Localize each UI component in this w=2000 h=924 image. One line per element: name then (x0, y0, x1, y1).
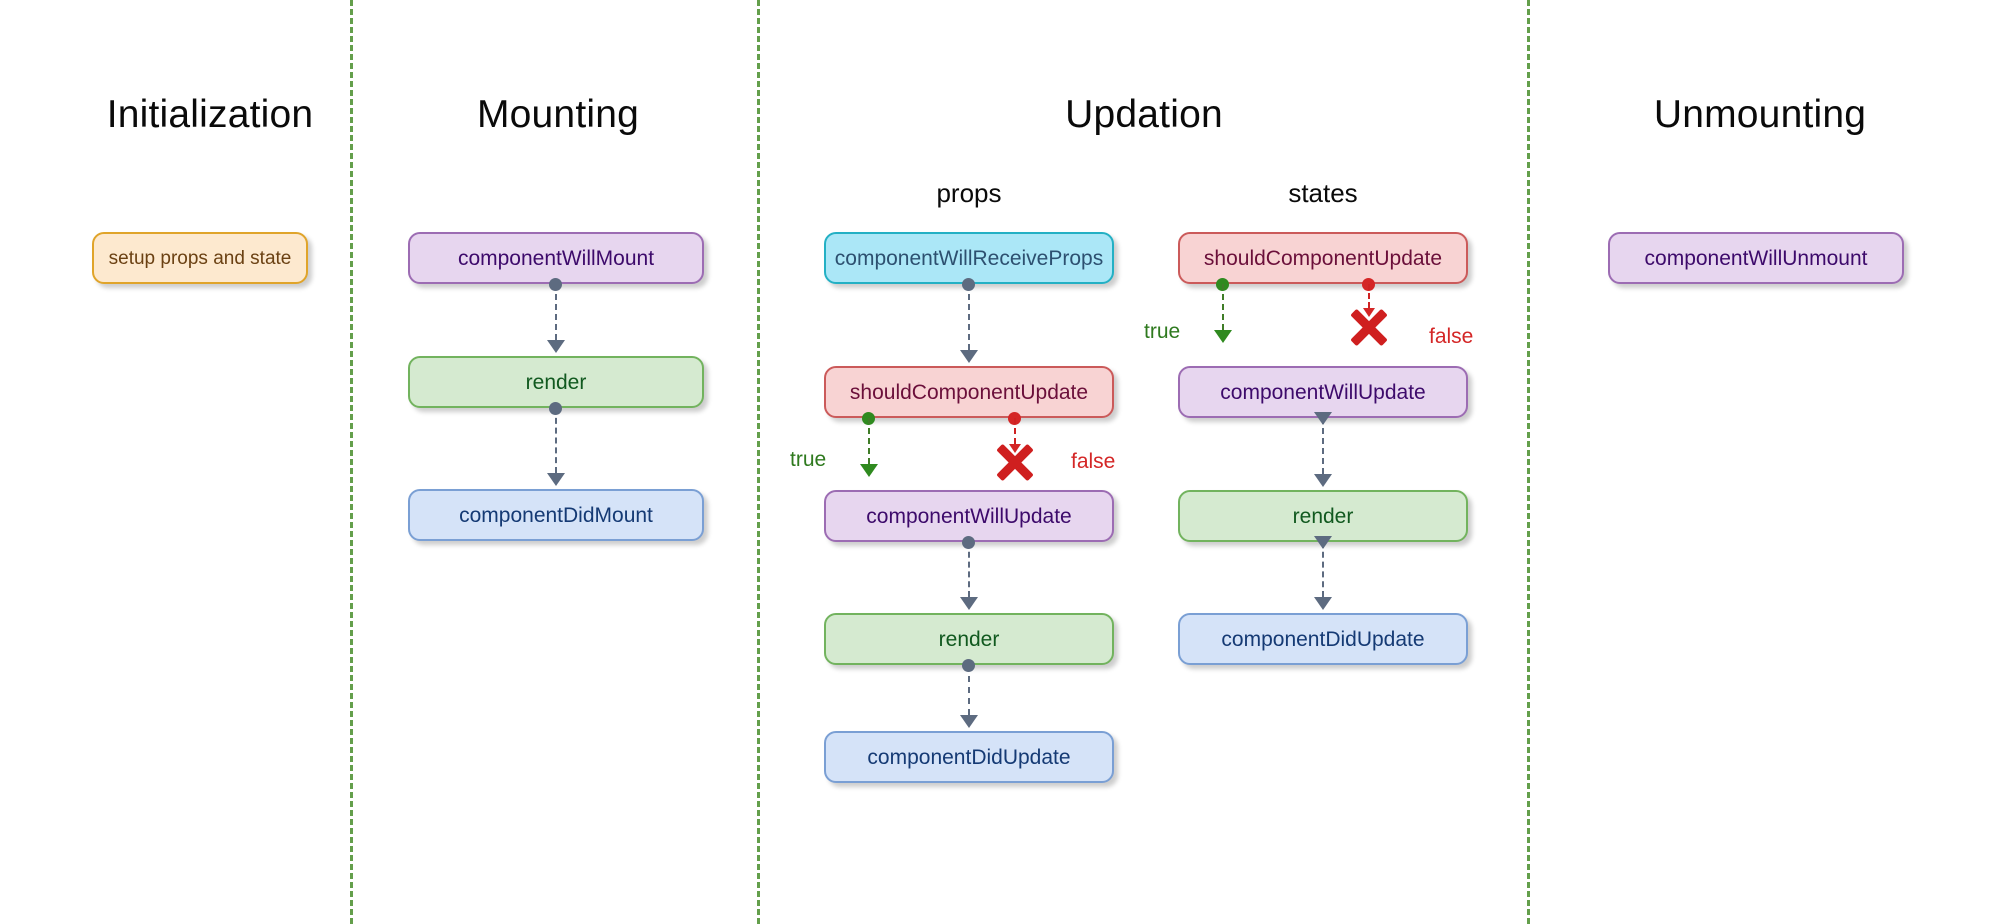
connector-mount-render-to-did-mount (555, 408, 557, 473)
arrowhead-props-render (960, 597, 978, 610)
node-states-component-did-update[interactable]: componentDidUpdate (1178, 613, 1468, 665)
phase-title-unmounting: Unmounting (1653, 93, 1867, 136)
blocked-x-icon-states (1347, 305, 1391, 349)
column-divider-1 (350, 0, 353, 924)
branch-label-props-false: false (1071, 450, 1116, 473)
branch-label-props-true: true (790, 448, 827, 471)
column-divider-3 (1527, 0, 1530, 924)
node-states-should-component-update[interactable]: shouldComponentUpdate (1178, 232, 1468, 284)
node-props-component-will-update[interactable]: componentWillUpdate (824, 490, 1114, 542)
node-props-component-did-update[interactable]: componentDidUpdate (824, 731, 1114, 783)
connector-props-receive-to-should-update (968, 284, 970, 350)
branch-label-states-false: false (1429, 325, 1474, 348)
connector-props-false (1014, 418, 1016, 444)
arrowhead-states-true (1214, 330, 1232, 343)
phase-title-mounting: Mounting (476, 93, 640, 136)
connector-mount-will-mount-to-render (555, 284, 557, 340)
arrowhead-props-did-update (960, 715, 978, 728)
connector-props-will-update-to-render (968, 542, 970, 597)
arrowhead-states-did-update (1314, 597, 1332, 610)
node-component-will-mount[interactable]: componentWillMount (408, 232, 704, 284)
arrowhead-props-true (860, 464, 878, 477)
column-divider-2 (757, 0, 760, 924)
subheading-states: states (1288, 178, 1358, 208)
arrowhead-states-render (1314, 474, 1332, 487)
connector-props-render-to-did-update (968, 665, 970, 715)
connector-props-true (868, 418, 870, 464)
connector-states-false (1368, 284, 1370, 308)
node-props-render[interactable]: render (824, 613, 1114, 665)
node-setup-props-and-state[interactable]: setup props and state (92, 232, 308, 284)
node-component-did-mount[interactable]: componentDidMount (408, 489, 704, 541)
node-states-component-will-update[interactable]: componentWillUpdate (1178, 366, 1468, 418)
phase-title-updation: Updation (1065, 93, 1223, 136)
node-states-render[interactable]: render (1178, 490, 1468, 542)
arrowhead-mount-render (547, 340, 565, 353)
node-mount-render[interactable]: render (408, 356, 704, 408)
arrowhead-mount-did-mount (547, 473, 565, 486)
subheading-props: props (936, 178, 1002, 208)
branch-label-states-true: true (1144, 320, 1181, 343)
node-props-should-component-update[interactable]: shouldComponentUpdate (824, 366, 1114, 418)
blocked-x-icon-props (993, 440, 1037, 484)
arrowhead-props-should-update (960, 350, 978, 363)
node-component-will-receive-props[interactable]: componentWillReceiveProps (824, 232, 1114, 284)
phase-title-initialization: Initialization (106, 93, 314, 136)
node-component-will-unmount[interactable]: componentWillUnmount (1608, 232, 1904, 284)
connector-states-true (1222, 284, 1224, 330)
connector-states-render-to-did-update (1322, 542, 1324, 597)
connector-states-will-update-to-render (1322, 418, 1324, 474)
